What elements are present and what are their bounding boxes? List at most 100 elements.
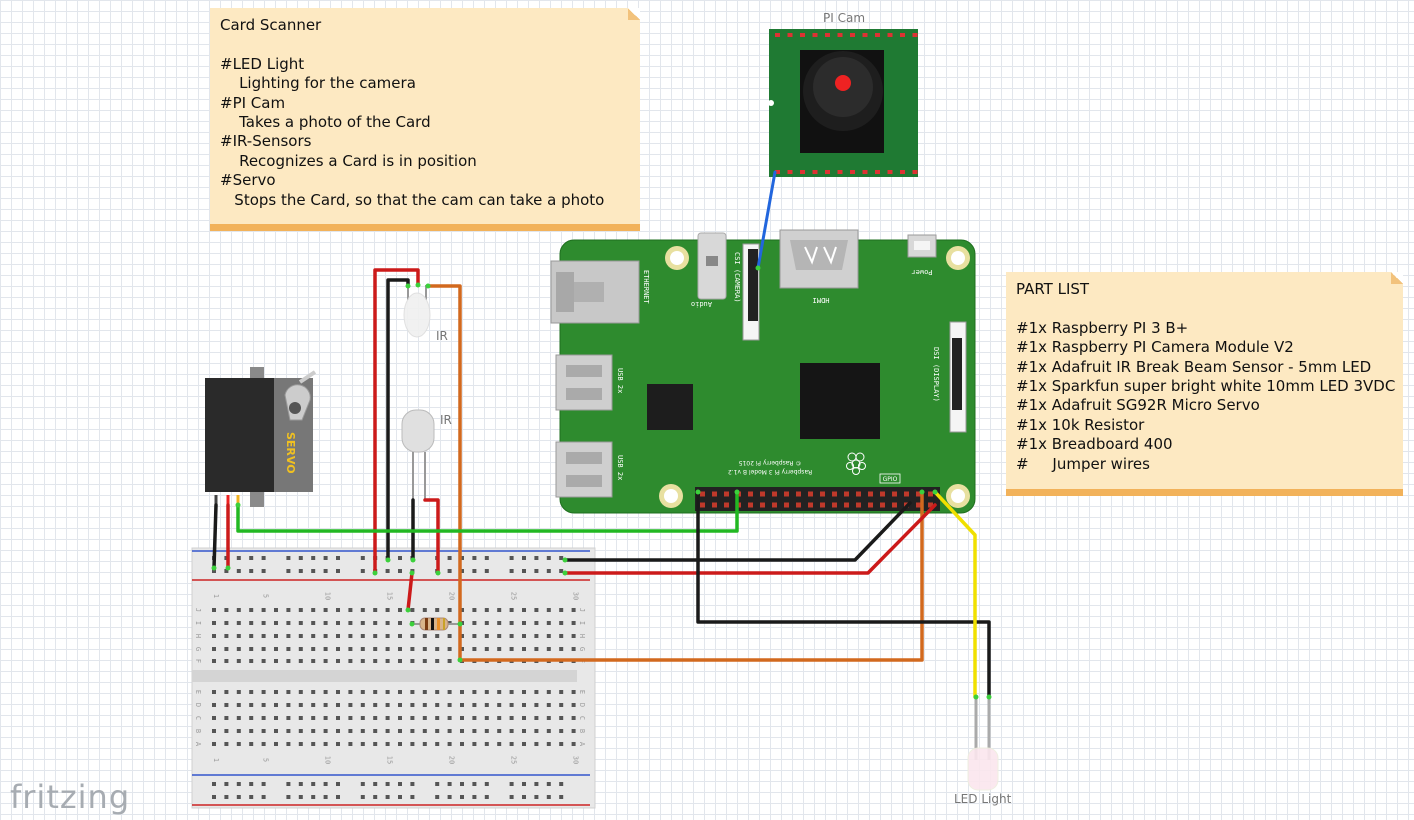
gpio-pin	[868, 491, 873, 497]
rail-hole	[236, 569, 241, 573]
audio-jack[interactable]	[697, 232, 727, 300]
terminal-hole	[323, 634, 328, 638]
terminal-hole	[509, 647, 514, 651]
rail-hole	[212, 795, 216, 799]
ethernet-port[interactable]	[550, 260, 640, 324]
note-card-scanner[interactable]: Card Scanner#LED Light Lighting for the …	[210, 8, 640, 231]
terminal-hole	[286, 729, 291, 733]
camera-pad	[850, 170, 855, 174]
terminal-hole	[559, 647, 564, 651]
terminal-hole	[224, 716, 229, 720]
wire-camera-blue[interactable]	[756, 170, 777, 270]
rail-hole	[559, 556, 564, 560]
row-letter: C	[194, 716, 202, 720]
rail-hole	[559, 782, 564, 786]
terminal-hole	[323, 621, 328, 625]
wire-resistor-red[interactable]	[406, 571, 414, 612]
wire-ir-bottom-red[interactable]	[423, 498, 440, 575]
hdmi-port[interactable]	[779, 229, 859, 289]
terminal-hole	[261, 703, 266, 707]
wire-servo-signal-green[interactable]	[236, 490, 739, 533]
wire-ir-top-black[interactable]	[386, 278, 410, 562]
wire-led-power-yellow[interactable]	[933, 490, 977, 699]
led-light[interactable]	[967, 697, 999, 791]
terminal-hole	[435, 729, 440, 733]
terminal-hole	[435, 716, 440, 720]
connection-dot	[435, 570, 441, 576]
card-scanner-line: Lighting for the camera	[220, 74, 416, 93]
wire-ir-top-red[interactable]	[373, 268, 420, 575]
pi-camera-module[interactable]	[768, 29, 918, 177]
ir-led-top[interactable]	[403, 285, 431, 338]
rail-hole	[559, 569, 564, 573]
terminal-hole	[236, 659, 241, 663]
terminal-hole	[249, 647, 254, 651]
connection-dot	[235, 502, 241, 508]
terminal-hole	[261, 729, 266, 733]
terminal-hole	[422, 659, 427, 663]
terminal-hole	[559, 621, 564, 625]
rail-hole	[311, 782, 316, 786]
power-port[interactable]	[907, 234, 937, 258]
terminal-hole	[348, 703, 353, 707]
terminal-hole	[311, 729, 316, 733]
rail-hole	[373, 795, 378, 799]
terminal-hole	[546, 703, 551, 707]
terminal-hole	[398, 659, 402, 663]
terminal-hole	[298, 634, 303, 638]
terminal-hole	[311, 621, 316, 625]
terminal-hole	[497, 634, 502, 638]
gpio-header[interactable]	[695, 487, 940, 511]
terminal-hole	[522, 647, 526, 651]
rail-hole	[261, 795, 266, 799]
terminal-hole	[212, 690, 216, 694]
gpio-pin	[700, 502, 705, 508]
terminal-hole	[249, 690, 254, 694]
connection-dot	[695, 489, 701, 495]
led-light-label: LED Light	[954, 792, 1012, 806]
csi-camera-connector[interactable]	[742, 243, 760, 341]
rail-hole	[261, 556, 266, 560]
terminal-hole	[261, 647, 266, 651]
terminal-hole	[286, 647, 291, 651]
terminal-hole	[472, 742, 477, 746]
resistor-10k[interactable]	[412, 617, 458, 631]
terminal-hole	[398, 703, 402, 707]
gpio-pin	[712, 491, 717, 497]
terminal-hole	[435, 742, 440, 746]
connection-dot	[755, 265, 761, 271]
wire-servo-ground[interactable]	[212, 503, 218, 570]
raspberry-pi-board[interactable]: ETHERNET USB 2x USB 2x Audio CSI (CAMERA…	[550, 229, 976, 514]
usb-port-bottom[interactable]	[555, 441, 613, 498]
rail-hole	[447, 795, 452, 799]
terminal-hole	[360, 729, 365, 733]
usb-port-top[interactable]	[555, 354, 613, 411]
note-card-scanner-text: Card Scanner#LED Light Lighting for the …	[220, 16, 630, 210]
audio-label: Audio	[691, 300, 712, 308]
terminal-hole	[522, 703, 526, 707]
wire-rail-power-red[interactable]	[563, 503, 937, 575]
rail-hole	[373, 782, 378, 786]
rail-hole	[336, 556, 340, 560]
terminal-hole	[522, 621, 526, 625]
terminal-hole	[571, 742, 576, 746]
terminal-hole	[249, 621, 254, 625]
wire-led-ground-black[interactable]	[696, 490, 991, 699]
gpio-pin	[700, 491, 705, 497]
wire-rail-ground-black[interactable]	[563, 501, 912, 562]
camera-pad	[887, 170, 893, 174]
rail-hole	[534, 795, 539, 799]
note-part-list[interactable]: PART LIST#1x Raspberry PI 3 B+#1x Raspbe…	[1006, 272, 1403, 496]
rail-hole	[546, 556, 551, 560]
terminal-hole	[398, 634, 402, 638]
terminal-hole	[509, 703, 514, 707]
ir-led-bottom[interactable]	[401, 409, 435, 500]
row-letter: A	[578, 742, 586, 747]
board-copyright-label: © Raspberry Pi 2015	[738, 459, 801, 466]
terminal-hole	[546, 742, 551, 746]
servo-motor[interactable]: SERVO	[205, 367, 317, 510]
card-scanner-line: Card Scanner	[220, 16, 322, 34]
terminal-hole	[249, 729, 254, 733]
dsi-display-connector[interactable]	[949, 321, 967, 433]
